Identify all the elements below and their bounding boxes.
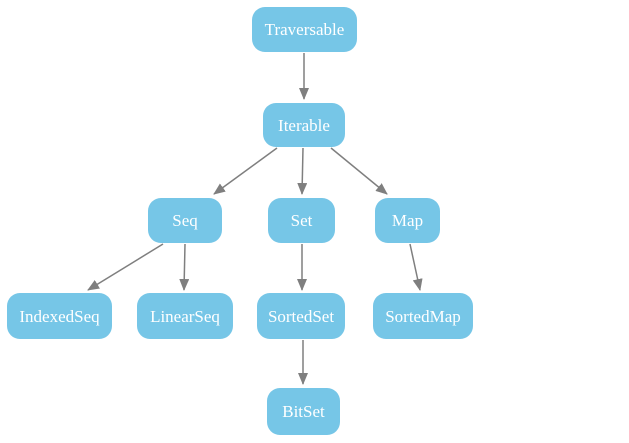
- node-label: SortedSet: [267, 306, 335, 326]
- node-label: Seq: [172, 211, 198, 230]
- node-iterable: Iterable: [263, 103, 345, 147]
- node-label: Iterable: [278, 115, 330, 135]
- node-indexedseq: IndexedSeq: [7, 293, 112, 339]
- node-label: SortedMap: [385, 306, 461, 326]
- edge-iterable-set: [297, 147, 308, 195]
- edge-iterable-map: [330, 147, 388, 195]
- node-label: Set: [290, 211, 313, 230]
- node-linearseq: LinearSeq: [137, 293, 233, 339]
- node-bitset: BitSet: [267, 388, 340, 435]
- node-sortedset: SortedSet: [257, 293, 345, 339]
- node-map: Map: [375, 198, 440, 243]
- node-label: LinearSeq: [150, 306, 220, 326]
- node-set: Set: [268, 198, 335, 243]
- node-sortedmap: SortedMap: [373, 293, 473, 339]
- edge-seq-indexedseq: [87, 243, 164, 291]
- node-label: BitSet: [282, 402, 325, 421]
- node-label: IndexedSeq: [19, 306, 100, 326]
- edge-iterable-seq: [213, 147, 278, 195]
- node-seq: Seq: [148, 198, 222, 243]
- node-label: Map: [391, 211, 424, 230]
- node-traversable: Traversable: [252, 7, 357, 52]
- edge-map-sortedmap: [409, 243, 423, 291]
- node-label: Traversable: [264, 20, 345, 39]
- edge-seq-linearseq: [179, 243, 190, 291]
